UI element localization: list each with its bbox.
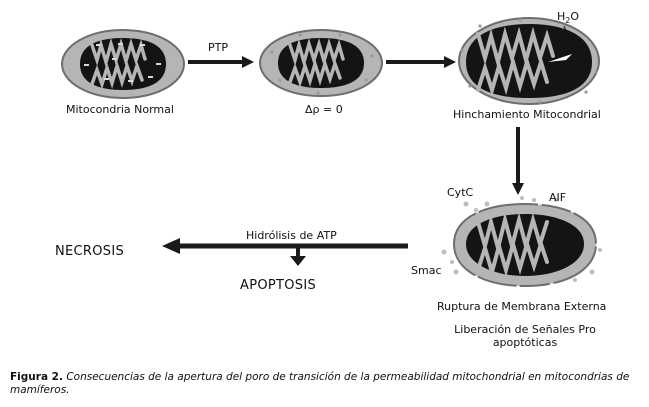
caption-text: Consecuencias de la apertura del poro de… — [10, 371, 630, 396]
arrow-to-apoptosis — [290, 248, 306, 266]
label-h2o-sub: 2 — [565, 16, 571, 26]
arrow-to-rupture — [512, 127, 524, 195]
label-atp-hydrolysis: Hidrólisis de ATP — [246, 229, 337, 242]
label-h2o-h: H — [557, 10, 566, 23]
arrow-to-necrosis — [162, 238, 408, 254]
label-necrosis: NECROSIS — [55, 244, 125, 259]
label-aif: AIF — [549, 191, 567, 204]
mitochondrion-normal — [61, 29, 185, 99]
label-ptp: PTP — [208, 41, 228, 54]
arrow-to-swelling — [386, 56, 456, 68]
label-rupture: Ruptura de Membrana Externa — [437, 300, 607, 313]
figure-caption: Figura 2. Consecuencias de la apertura d… — [10, 371, 640, 397]
label-release-line2: apoptóticas — [492, 336, 558, 349]
mitochondrion-depolarized — [259, 29, 383, 97]
mitochondrion-ruptured — [441, 196, 602, 288]
mitochondrion-swollen — [458, 17, 600, 105]
label-delta-psi: Δρ = 0 — [305, 103, 343, 116]
arrow-ptp — [188, 56, 254, 68]
caption-prefix: Figura 2. — [10, 371, 63, 383]
label-normal-mitochondria: Mitocondria Normal — [66, 103, 174, 116]
label-release: Liberación de Señales Pro apoptóticas — [440, 323, 610, 349]
label-smac: Smac — [411, 264, 442, 277]
label-release-line1: Liberación de Señales Pro — [454, 323, 596, 336]
label-apoptosis: APOPTOSIS — [240, 278, 317, 293]
label-h2o: H2O — [557, 10, 579, 25]
label-h2o-o: O — [570, 10, 580, 23]
label-swelling: Hinchamiento Mitocondrial — [453, 108, 601, 121]
label-cytc: CytC — [447, 186, 474, 199]
